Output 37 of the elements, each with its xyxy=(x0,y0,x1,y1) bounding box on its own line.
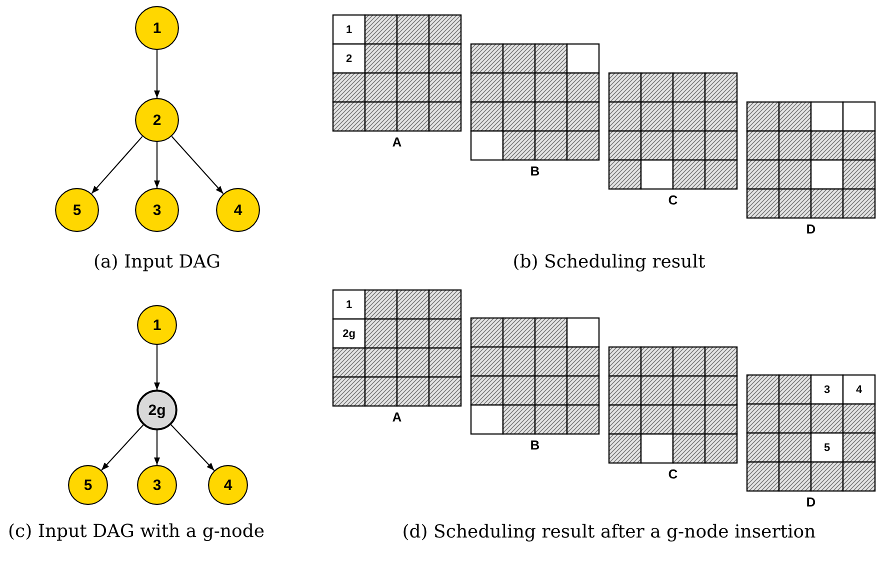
arrow xyxy=(170,424,215,471)
grid-label: B xyxy=(530,164,540,178)
node-label: 4 xyxy=(224,476,232,494)
subfigure-caption: (c) Input DAG with a g-node xyxy=(8,522,266,542)
arrow xyxy=(91,136,143,194)
arrow xyxy=(154,345,160,390)
node-label: 5 xyxy=(84,476,92,494)
task-number: 5 xyxy=(824,442,830,454)
task-number: 4 xyxy=(856,384,862,396)
task-number: 3 xyxy=(824,384,830,396)
subfigure-caption: (b) Scheduling result xyxy=(512,252,706,272)
arrow xyxy=(154,142,160,188)
node-label: 2 xyxy=(152,112,162,128)
node-label: 3 xyxy=(152,202,162,218)
subfigure-caption: (d) Scheduling result after a g-node insertion xyxy=(402,522,816,542)
grid-label: A xyxy=(392,410,402,424)
node-label: 4 xyxy=(234,202,242,218)
grid-label: A xyxy=(392,134,402,150)
arrow xyxy=(101,424,144,471)
arrow xyxy=(154,430,160,465)
grid-label: C xyxy=(668,466,678,482)
task-number: 2g xyxy=(342,328,356,340)
task-number: 1 xyxy=(346,298,352,310)
task-number: 1 xyxy=(346,24,352,36)
node-label: 3 xyxy=(152,476,162,494)
task-number: 2 xyxy=(346,52,352,64)
node-label: 2g xyxy=(148,402,166,418)
node-label: 1 xyxy=(152,20,162,36)
grid-label: D xyxy=(806,494,816,510)
arrow xyxy=(171,136,224,194)
grid-label: B xyxy=(530,438,540,452)
node-label: 5 xyxy=(72,202,82,218)
grid-label: C xyxy=(668,192,678,208)
arrow xyxy=(154,50,160,98)
grid-label: D xyxy=(806,222,816,236)
node-label: 1 xyxy=(152,316,162,334)
subfigure-caption: (a) Input DAG xyxy=(93,252,221,272)
